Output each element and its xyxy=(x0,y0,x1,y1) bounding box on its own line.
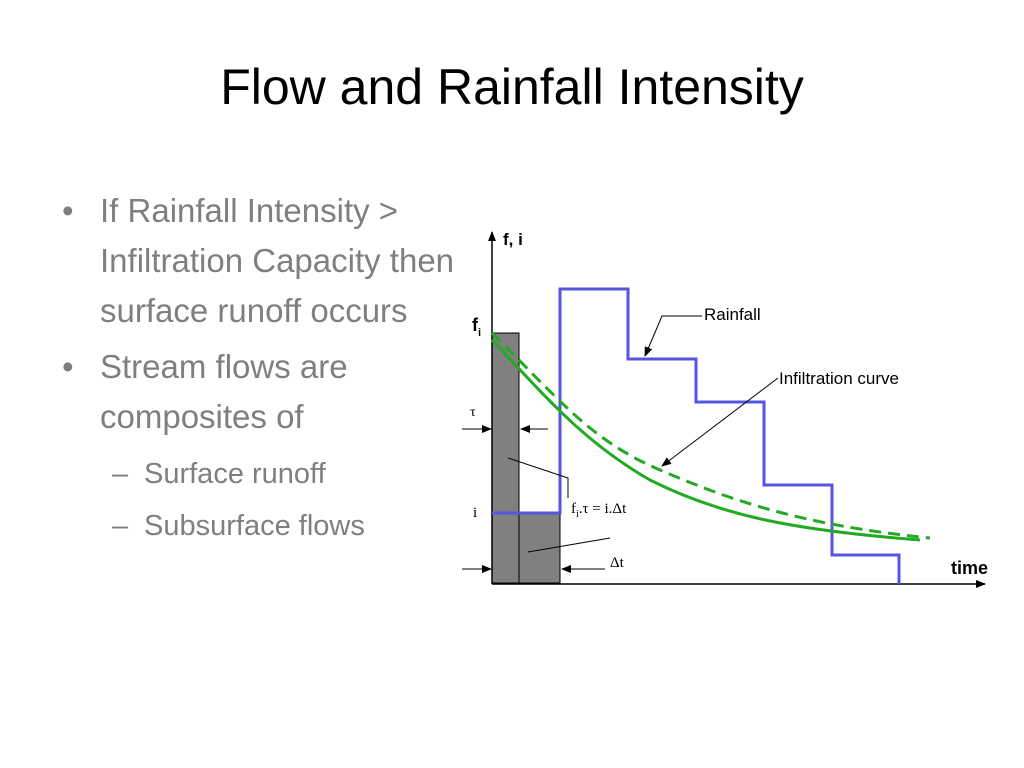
fi-label: fi xyxy=(472,315,481,339)
tau-label: τ xyxy=(470,405,476,420)
infiltration-diagram: f, i time fi τ i Δt fi.τ = i.Δt Rainfall… xyxy=(455,220,1010,600)
bullet-list: • If Rainfall Intensity > Infiltration C… xyxy=(62,186,462,552)
x-axis-label: time xyxy=(951,558,988,578)
sub-bullet-text: Surface runoff xyxy=(144,458,326,490)
dt-label: Δt xyxy=(610,555,625,571)
sub-bullet-item: – Subsurface flows xyxy=(62,500,462,552)
bullet-text: Stream flows are composites of xyxy=(100,348,348,435)
y-axis-label: f, i xyxy=(503,230,523,249)
infiltration-curve-dashed xyxy=(490,331,931,540)
equation-leader-upper xyxy=(507,457,569,498)
dash-icon: – xyxy=(112,510,129,542)
bullet-item: • If Rainfall Intensity > Infiltration C… xyxy=(62,186,462,336)
infiltration-callout-label: Infiltration curve xyxy=(779,369,899,388)
i-label: i xyxy=(473,505,477,521)
bullet-dot-icon: • xyxy=(62,348,74,385)
infiltration-callout-line xyxy=(661,377,779,467)
bullet-dot-icon: • xyxy=(62,192,74,229)
rainfall-callout-label: Rainfall xyxy=(704,305,761,324)
rainfall-hyetograph xyxy=(492,287,901,584)
dash-icon: – xyxy=(112,458,129,490)
rainfall-callout-line xyxy=(644,315,702,357)
bullet-text: If Rainfall Intensity > Infiltration Cap… xyxy=(100,192,455,329)
sub-bullet-item: – Surface runoff xyxy=(62,448,462,500)
equation-leader-lower xyxy=(527,537,611,553)
diagram-svg: f, i time fi τ i Δt fi.τ = i.Δt Rainfall… xyxy=(462,230,988,588)
infiltration-curve-solid xyxy=(490,338,921,542)
sub-bullet-text: Subsurface flows xyxy=(144,510,365,542)
bullet-item: • Stream flows are composites of xyxy=(62,342,462,442)
slide-title: Flow and Rainfall Intensity xyxy=(220,59,804,115)
ponding-area-upper xyxy=(491,332,520,584)
equation-label: fi.τ = i.Δt xyxy=(571,501,627,520)
